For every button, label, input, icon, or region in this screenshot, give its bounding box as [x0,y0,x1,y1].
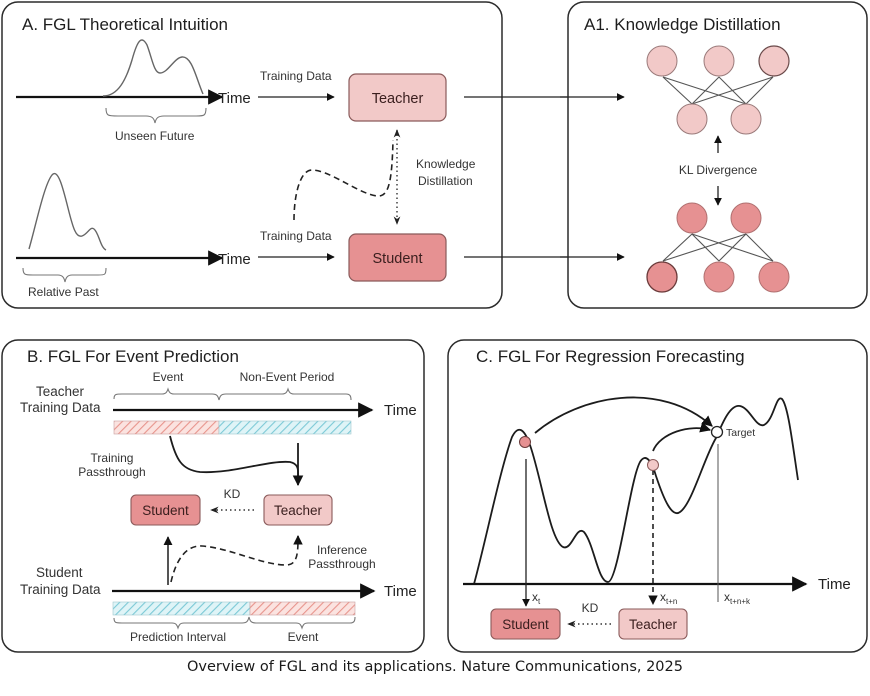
non-event-label: Non-Event Period [240,370,335,384]
student-node [676,202,708,234]
panel-a1: A1. Knowledge Distillation KL Divergence [560,1,868,309]
teacher-node [676,103,708,135]
student-point [519,436,531,448]
relative-past-curve [28,172,107,251]
student-time-label: Time [384,583,417,600]
kd-label-c: KD [582,601,599,615]
student-label-b: Student [142,503,189,518]
inference-passthrough-curve [170,535,303,583]
student-training-data-line1: Student [36,565,83,580]
panel-b-title: B. FGL For Event Prediction [27,347,239,366]
student-node [730,202,762,234]
top-braces [113,387,352,401]
unseen-future-brace [105,107,207,124]
student-label-a: Student [373,251,423,267]
bottom-braces [113,616,356,630]
student-to-target-arrow [534,396,713,434]
teacher-training-data-line2: Training Data [20,400,101,415]
panel-a-title: A. FGL Theoretical Intuition [22,15,228,34]
nn-edge [691,76,774,105]
event-top-label: Event [153,370,184,384]
prediction-interval-segment [112,601,251,616]
inference-passthrough-line2: Passthrough [308,557,375,571]
relative-past-label: Relative Past [28,285,99,299]
target-label: Target [726,427,755,439]
panel-a: A. FGL Theoretical Intuition Time Unseen… [1,1,625,309]
x-t-label: xt [532,590,541,606]
target-point [710,425,724,439]
nn-edge [691,76,720,105]
top-time-label: Time [218,90,251,107]
nn-edge [662,76,747,105]
teacher-node [703,45,735,77]
teacher-box-b: Teacher [263,494,333,526]
event-bottom-label: Event [288,630,319,644]
training-passthrough-line2: Passthrough [78,465,145,479]
panel-a1-frame [567,1,868,309]
kd-label-line1: Knowledge [416,157,476,171]
teacher-time-label: Time [384,402,417,419]
nn-edge [662,233,693,262]
nn-edge [718,233,747,262]
teacher-label-b: Teacher [274,503,323,518]
nn-edge [662,76,693,105]
nn-edge [745,76,774,105]
teacher-label-a: Teacher [372,91,424,107]
teacher-point [647,459,659,471]
panel-c-title: C. FGL For Regression Forecasting [476,347,745,366]
time-label-c: Time [818,576,851,593]
panel-b: B. FGL For Event Prediction Teacher Trai… [1,339,425,653]
student-node [758,261,790,293]
student-node [703,261,735,293]
panel-a1-title: A1. Knowledge Distillation [584,15,781,34]
teacher-node [646,45,678,77]
figure-caption: Overview of FGL and its applications. Na… [187,659,683,675]
unseen-future-curve [102,39,204,97]
teacher-box-c: Teacher [618,608,688,640]
training-data-bottom-label: Training Data [260,229,332,243]
teacher-node [730,103,762,135]
student-training-data-line2: Training Data [20,582,101,597]
training-passthrough-line1: Training [91,451,134,465]
unseen-future-label: Unseen Future [115,129,195,143]
kl-divergence-label: KL Divergence [679,163,758,177]
bottom-time-label: Time [218,251,251,268]
panel-c: C. FGL For Regression Forecasting Time T… [447,339,868,653]
relative-past-brace [22,267,107,283]
student-box-a: Student [348,233,447,282]
event-segment-bottom [249,601,356,616]
student-label-c: Student [502,617,549,632]
inference-passthrough-line1: Inference [317,543,367,557]
student-box-b: Student [130,494,201,526]
teacher-node [758,45,790,77]
teacher-box-a: Teacher [348,73,447,122]
kd-label-b: KD [224,487,241,501]
student-network [646,202,790,293]
event-segment-top [113,420,220,435]
nn-edge [662,233,747,262]
non-event-segment-top [218,420,352,435]
x-tnk-label: xt+n+k [724,590,751,606]
training-data-top-label: Training Data [260,69,332,83]
x-tn-label: xt+n [660,590,677,606]
teacher-label-c: Teacher [629,617,678,632]
panel-c-frame [447,339,868,653]
student-node [646,261,678,293]
prediction-interval-label: Prediction Interval [130,630,226,644]
panel-b-frame [1,339,425,653]
teacher-to-target-arrow [652,422,712,452]
student-box-c: Student [490,608,561,640]
teacher-training-data-line1: Teacher [36,384,85,399]
teacher-network [646,45,790,135]
kd-label-line2: Distillation [418,174,473,188]
nn-edge [745,233,774,262]
